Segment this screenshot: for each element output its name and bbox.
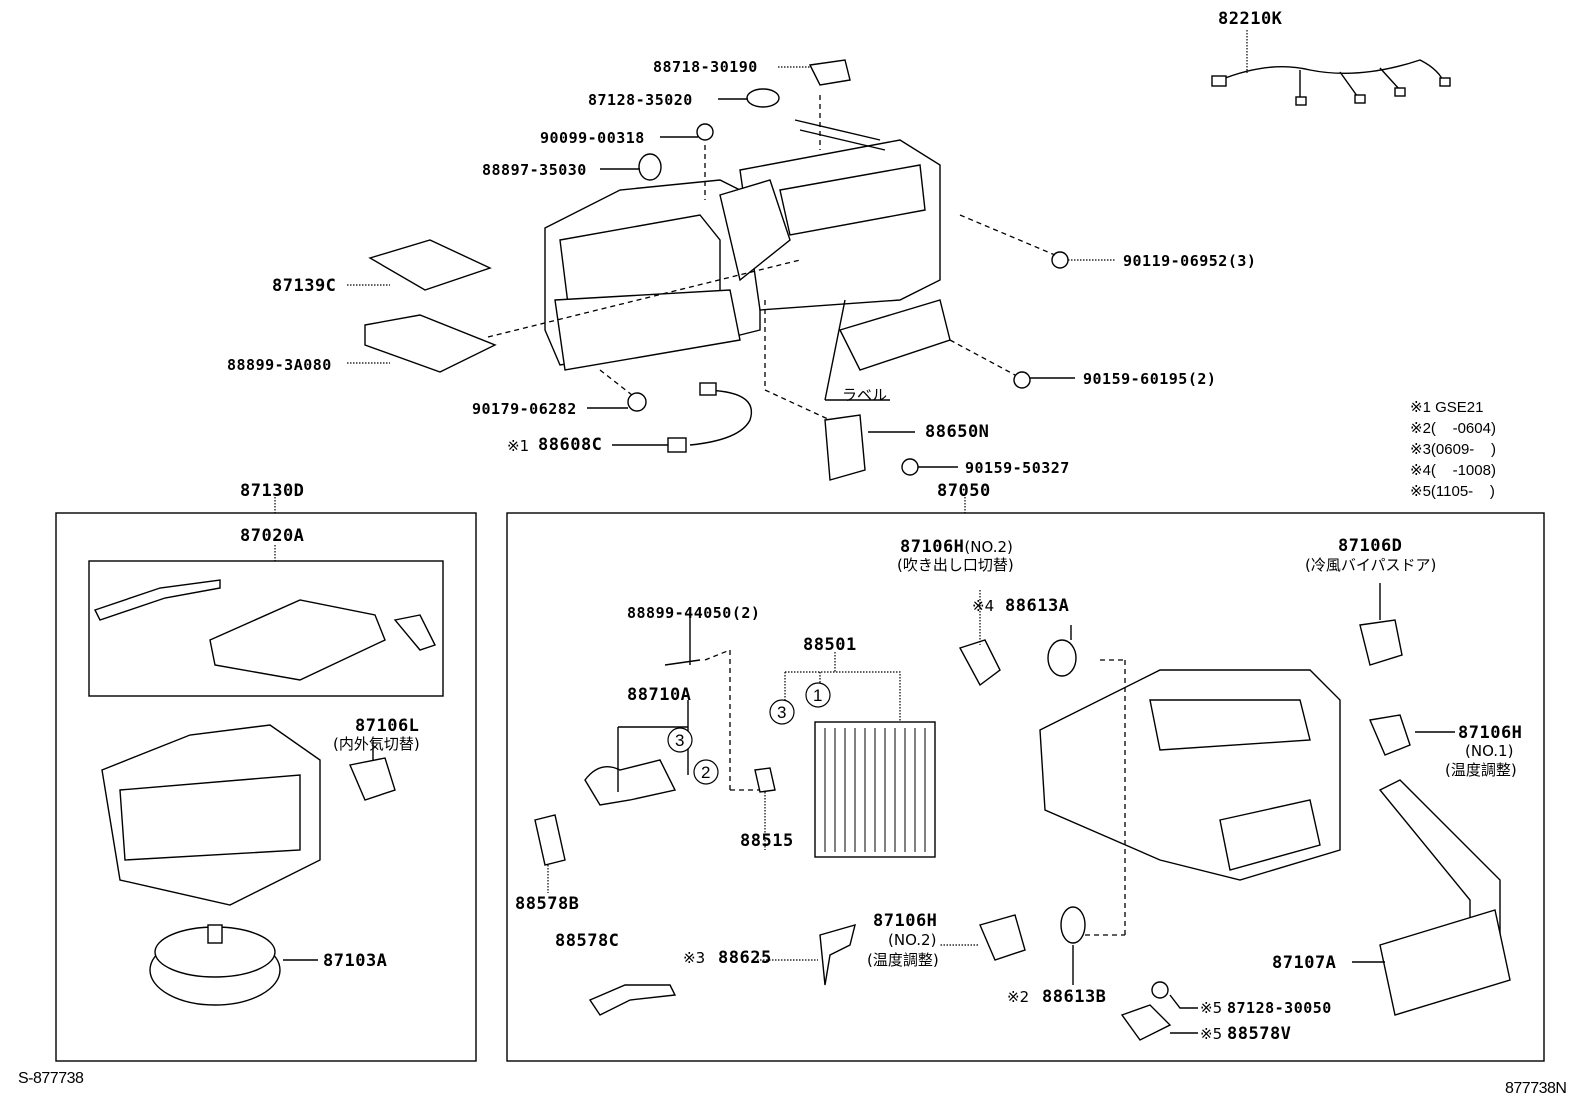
footnote-2: ※2( -0604) xyxy=(1410,420,1496,437)
footnote-1: ※1 GSE21 xyxy=(1410,399,1484,416)
part-desc-87106h-no2-outlet: (吹き出し口切替) xyxy=(897,556,1014,574)
part-label-88625[interactable]: 88625 xyxy=(718,948,772,968)
filter-frame-88899-shape xyxy=(364,314,497,373)
part-desc-87106h-no2-temp: (温度調整) xyxy=(867,951,939,969)
label-sticker-text: ラベル xyxy=(842,386,888,404)
group-box-87020a xyxy=(88,560,444,697)
part-label-87128-30050[interactable]: 87128-30050 xyxy=(1227,999,1332,1017)
footnote-list: ※1 GSE21 ※2( -0604) ※3(0609- ) ※4( -1008… xyxy=(1410,397,1496,502)
part-label-90159-60195[interactable]: 90159-60195(2) xyxy=(1083,370,1217,388)
part-label-88613a[interactable]: 88613A xyxy=(1005,596,1070,616)
part-label-90179-06282[interactable]: 90179-06282 xyxy=(472,400,577,418)
circle-marker-2 xyxy=(693,759,719,785)
part-label-87106h-no1[interactable]: 87106H xyxy=(1458,723,1523,743)
circle-label-3-a: 3 xyxy=(777,703,786,722)
part-label-87106h-no2-outlet[interactable]: 87106H xyxy=(900,537,965,557)
filter-87139c-shape xyxy=(368,239,492,291)
group-label-87050[interactable]: 87050 xyxy=(937,481,991,501)
footnote-5: ※5(1105- ) xyxy=(1410,483,1495,500)
part-label-88578c[interactable]: 88578C xyxy=(555,931,620,951)
part-label-88710a[interactable]: 88710A xyxy=(627,685,692,705)
part-label-88515[interactable]: 88515 xyxy=(740,831,794,851)
part-desc-87106l: (内外気切替) xyxy=(333,735,420,753)
note-mark-88613a: ※4 xyxy=(972,597,995,615)
part-label-87106l[interactable]: 87106L xyxy=(355,716,420,736)
part-label-88897-35030[interactable]: 88897-35030 xyxy=(482,161,587,179)
part-87106h-no2-outlet: 87106H(NO.2) xyxy=(900,537,1013,557)
circle-marker-3-b xyxy=(667,727,693,753)
wire-harness-shape xyxy=(1219,59,1446,101)
part-label-88718-30190[interactable]: 88718-30190 xyxy=(653,58,758,76)
part-label-87107a[interactable]: 87107A xyxy=(1272,953,1337,973)
part-label-87106d[interactable]: 87106D xyxy=(1338,536,1403,556)
group-label-87130d[interactable]: 87130D xyxy=(240,481,305,501)
part-label-90099-00318[interactable]: 90099-00318 xyxy=(540,129,645,147)
part-suffix-87106h-no2-temp: (NO.2) xyxy=(888,931,937,949)
circle-marker-3-a xyxy=(769,699,795,725)
group-box-87130d xyxy=(55,512,477,1062)
part-label-88578v[interactable]: 88578V xyxy=(1227,1024,1292,1044)
part-label-87106h-no2-temp[interactable]: 87106H xyxy=(873,911,938,931)
note-mark-88578v: ※5 xyxy=(1200,1025,1223,1043)
part-label-82210k[interactable]: 82210K xyxy=(1218,9,1283,29)
part-label-88613b[interactable]: 88613B xyxy=(1042,987,1107,1007)
circle-label-1: 1 xyxy=(813,686,822,705)
part-desc-87106h-no1: (温度調整) xyxy=(1445,761,1517,779)
footnote-4: ※4( -1008) xyxy=(1410,462,1496,479)
note-mark-87128-30050: ※5 xyxy=(1200,999,1223,1017)
illustration-code-right: 877738N xyxy=(1505,1080,1567,1097)
part-label-88650n[interactable]: 88650N xyxy=(925,422,990,442)
note-mark-88608c: ※1 xyxy=(507,437,530,455)
part-label-90159-50327[interactable]: 90159-50327 xyxy=(965,459,1070,477)
note-mark-88613b: ※2 xyxy=(1007,988,1030,1006)
circle-label-2: 2 xyxy=(701,763,710,782)
footnote-3: ※3(0609- ) xyxy=(1410,441,1496,458)
group-label-87020a[interactable]: 87020A xyxy=(240,526,305,546)
part-label-88608c[interactable]: 88608C xyxy=(538,435,603,455)
part-label-88899-44050[interactable]: 88899-44050(2) xyxy=(627,604,761,622)
part-label-88501[interactable]: 88501 xyxy=(803,635,857,655)
part-label-90119-06952[interactable]: 90119-06952(3) xyxy=(1123,252,1257,270)
part-label-87103a[interactable]: 87103A xyxy=(323,951,388,971)
illustration-code-left: S-877738 xyxy=(18,1070,84,1087)
circle-label-3-b: 3 xyxy=(675,731,684,750)
note-mark-88625: ※3 xyxy=(683,949,706,967)
part-desc-87106d: (冷風バイパスドア) xyxy=(1305,556,1437,574)
part-label-87128-35020[interactable]: 87128-35020 xyxy=(588,91,693,109)
part-label-88578b[interactable]: 88578B xyxy=(515,894,580,914)
heater-core-shape xyxy=(1379,909,1511,1016)
part-suffix-87106h-no1: (NO.1) xyxy=(1465,742,1514,760)
part-label-87139c[interactable]: 87139C xyxy=(272,276,337,296)
heater-blower-assembly xyxy=(544,119,951,371)
part-label-88899-3a080[interactable]: 88899-3A080 xyxy=(227,356,332,374)
group-box-87050 xyxy=(506,512,1545,1062)
circle-marker-1 xyxy=(805,682,831,708)
